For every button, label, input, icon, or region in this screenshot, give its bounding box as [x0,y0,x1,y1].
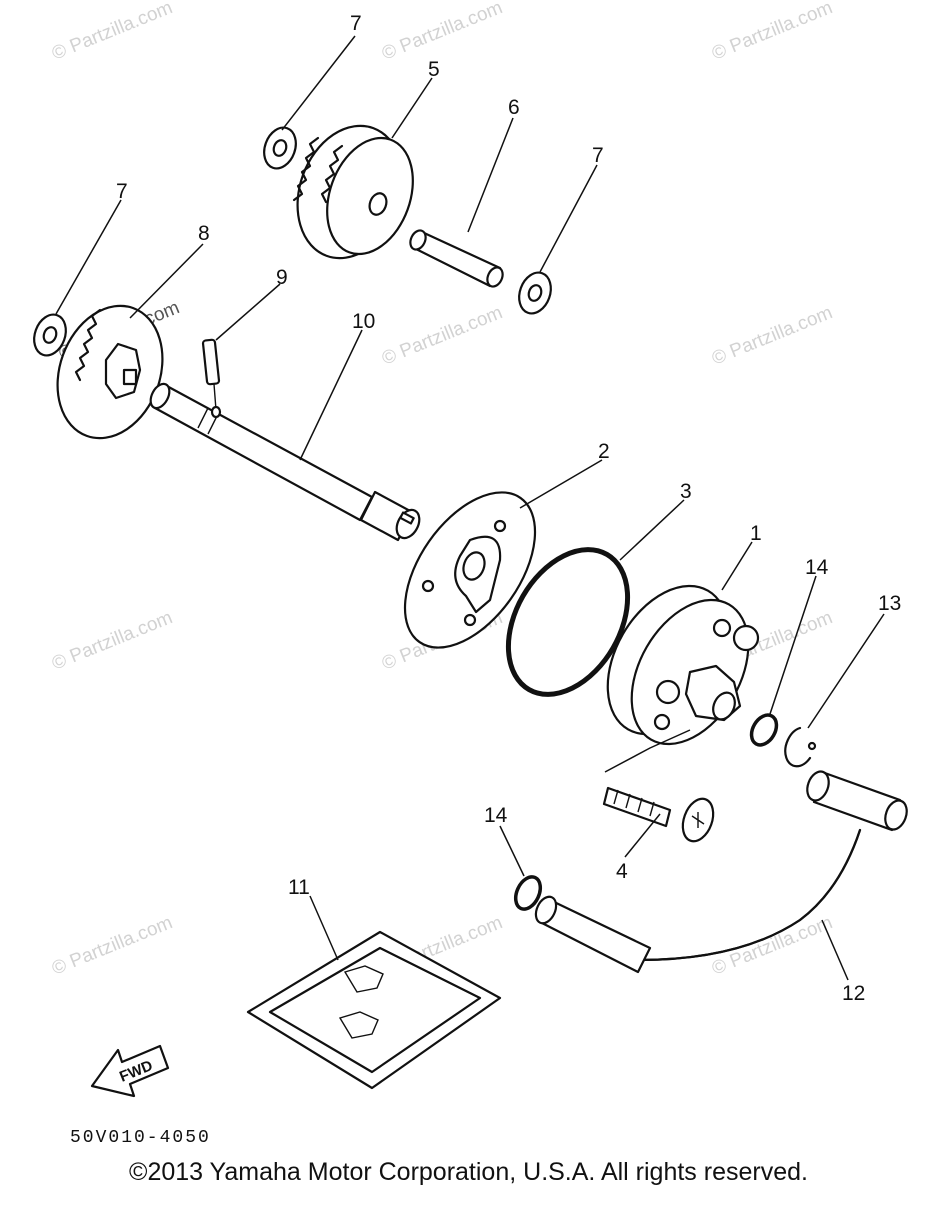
diagram-code: 50V010-4050 [70,1128,211,1148]
callout-14: 14 [484,804,508,827]
pin-9 [201,338,221,411]
watermark: © Partzilla.com [709,302,836,369]
strainer-11 [246,930,502,1090]
washer-7-top [263,126,297,170]
shaft-10 [149,382,421,542]
housing-1 [606,584,760,746]
washer-7-left [33,313,67,357]
watermark: © Partzilla.com [49,607,176,674]
watermark: © Partzilla.com [379,0,506,65]
watermark: © Partzilla.com [49,0,176,65]
callout-11: 11 [288,876,310,899]
washer-7-right [518,271,552,315]
callout-12: 12 [842,982,865,1005]
o-ring-14-upper [749,713,779,747]
callout-5: 5 [428,58,440,81]
callout-8: 8 [198,222,210,245]
watermark: © Partzilla.com [49,912,176,979]
callout-7: 7 [350,12,362,35]
plate-2 [403,491,537,649]
gear-5 [292,124,414,260]
callout-7: 7 [116,180,128,203]
callout-9: 9 [276,266,288,289]
callout-7: 7 [592,144,604,167]
circlip-13 [784,726,817,768]
o-ring-3 [505,547,631,697]
callout-2: 2 [598,440,610,463]
copyright-notice: ©2013 Yamaha Motor Corporation, U.S.A. A… [129,1158,808,1186]
leader-lines [55,35,885,981]
callouts: 7 5 6 7 7 8 9 10 2 3 1 14 13 4 14 11 12 [116,12,901,1005]
callout-4: 4 [616,860,628,883]
watermark-layer: © Partzilla.com © Partzilla.com © Partzi… [49,0,836,980]
pin-6 [409,229,504,288]
callout-13: 13 [878,592,901,615]
callout-3: 3 [680,480,692,503]
watermark: © Partzilla.com [709,0,836,65]
callout-14: 14 [805,556,829,579]
callout-10: 10 [352,310,375,333]
watermark: © Partzilla.com [379,302,506,369]
callout-1: 1 [750,522,762,545]
pipe-12 [534,770,908,974]
screw-4 [602,729,715,843]
watermark: © Partzilla.com [709,912,836,979]
o-ring-14-lower [513,875,543,911]
fwd-arrow: FWD [90,1044,170,1098]
gear-8 [56,304,164,440]
callout-6: 6 [508,96,520,119]
